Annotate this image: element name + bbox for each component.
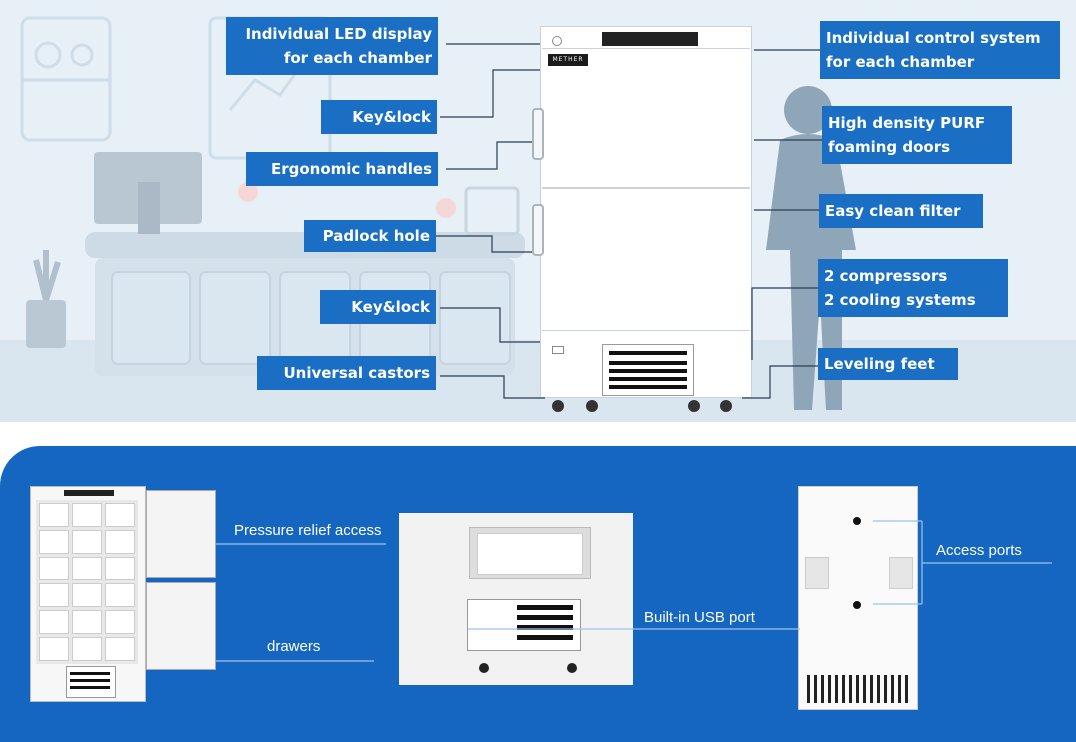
door-handle-upper bbox=[532, 108, 544, 160]
label-ergonomic-handles: Ergonomic handles bbox=[246, 152, 438, 186]
label-clean-filter: Easy clean filter bbox=[819, 194, 983, 228]
drawer-closeup-image bbox=[399, 513, 633, 685]
label-compressors: 2 compressors 2 cooling systems bbox=[818, 259, 1008, 317]
label-universal-castors: Universal castors bbox=[257, 356, 436, 390]
label-padlock-hole: Padlock hole bbox=[304, 220, 436, 252]
castor bbox=[688, 400, 700, 412]
open-freezer-image bbox=[30, 486, 220, 708]
castor bbox=[586, 400, 598, 412]
led-display-panel bbox=[602, 32, 698, 46]
label-key-lock-lower: Key&lock bbox=[320, 290, 436, 324]
ventilation-grille bbox=[602, 344, 694, 396]
door-handle-lower bbox=[532, 204, 544, 256]
leader-lines bbox=[436, 43, 822, 399]
access-port bbox=[853, 601, 861, 609]
bottom-leader-lines bbox=[216, 520, 1052, 662]
castor bbox=[552, 400, 564, 412]
access-port bbox=[853, 517, 861, 525]
castor bbox=[720, 400, 732, 412]
freezer-back-image bbox=[798, 486, 918, 710]
feature-diagram-panel: METHER bbox=[0, 0, 1076, 422]
detail-photos-panel: Pressure relief access drawers Built-in … bbox=[0, 446, 1076, 742]
freezer-illustration: METHER bbox=[532, 26, 754, 416]
label-pressure-relief: Pressure relief access bbox=[234, 522, 382, 539]
label-access-ports: Access ports bbox=[936, 542, 1022, 559]
label-led-display: Individual LED display for each chamber bbox=[226, 17, 438, 75]
label-usb-port: Built-in USB port bbox=[644, 609, 755, 626]
label-drawers: drawers bbox=[267, 638, 321, 655]
label-key-lock-upper: Key&lock bbox=[321, 100, 437, 134]
label-control-system: Individual control system for each chamb… bbox=[820, 21, 1060, 79]
brand-badge: METHER bbox=[548, 54, 588, 66]
label-purf-doors: High density PURF foaming doors bbox=[822, 106, 1012, 164]
label-leveling-feet: Leveling feet bbox=[818, 348, 958, 380]
